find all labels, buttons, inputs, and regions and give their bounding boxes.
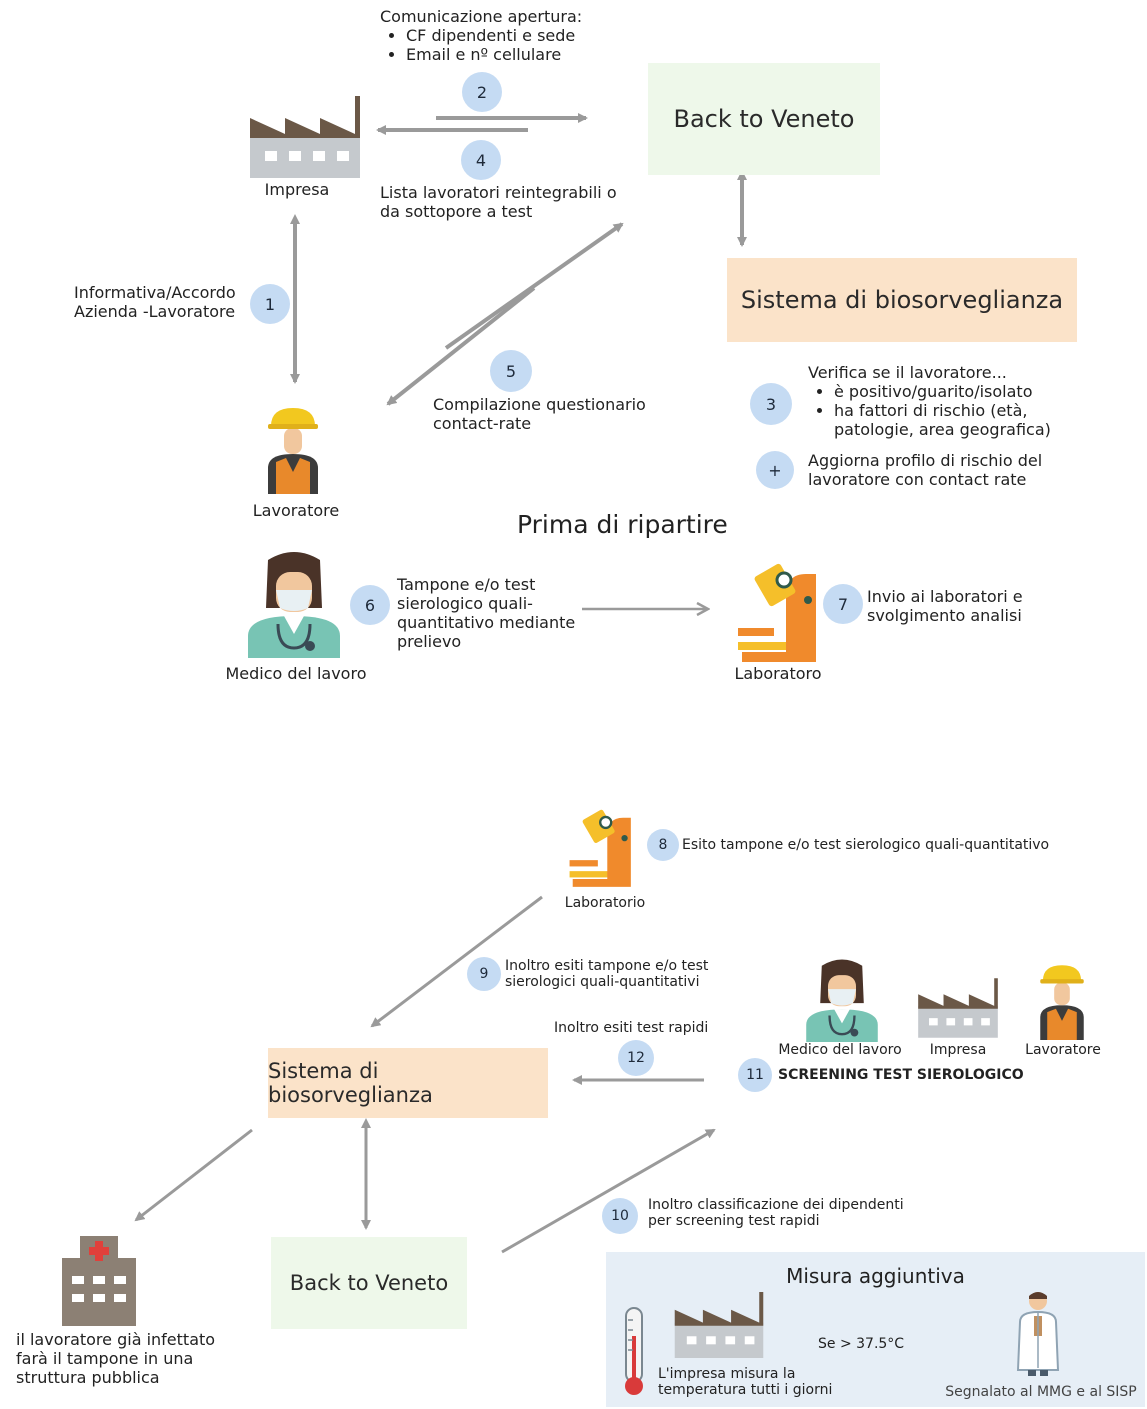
arrow-lab-to-biosorveglianza [370,895,543,1028]
laboratoro-label: Laboratoro [734,664,822,683]
step-badge-8: 8 [647,829,679,861]
worker-icon [1040,965,1084,1040]
impresa-label-small: Impresa [929,1042,987,1058]
worker-icon [268,408,318,494]
doctor-icon [248,552,340,658]
biosorveglianza-box-bottom: Sistema di biosorveglianza [268,1048,548,1118]
screening-text: SCREENING TEST SIEROLOGICO I [778,1067,1028,1083]
step-badge-4: 4 [461,140,501,180]
arrow-questionario-down [386,286,536,406]
communication-item: Email e nº cellulare [406,45,640,64]
back-to-veneto-box: Back to Veneto [648,63,880,175]
biosorveglianza-box: Sistema di biosorveglianza [727,258,1077,342]
lista-lavoratori-text: Lista lavoratori reintegrabili o da sott… [380,183,617,221]
medico-label: Medico del lavoro [225,664,367,683]
verifica-block: Verifica se il lavoratore... è positivo/… [808,363,1068,439]
lavoratore-label-small: Lavoratore [1025,1042,1101,1058]
step-badge-10: 10 [602,1198,638,1234]
informativa-text: Informativa/Accordo Azienda -Lavoratore [74,283,236,321]
factory-icon [918,978,998,1038]
inoltro-rapidi-text: Inoltro esiti test rapidi [554,1020,709,1036]
communication-item: CF dipendenti e sede [406,26,640,45]
laboratorio-label: Laboratorio [564,895,646,911]
step-badge-1: 1 [250,284,290,324]
step-badge-11: 11 [738,1058,772,1092]
se-temp-text: Se > 37.5°C [818,1336,905,1352]
arrow-to-hospital [134,1128,253,1222]
factory-icon [250,96,360,178]
scientist-icon [1016,1292,1060,1376]
step-badge-9: 9 [467,957,501,991]
communication-title: Comunicazione apertura: [380,7,583,26]
factory-icon [674,1292,764,1358]
step-badge-12: 12 [618,1040,654,1076]
arrow-btv-to-screening [501,1128,716,1254]
tampone-text: Tampone e/o test sierologico quali-quant… [397,575,576,651]
medico-label-small: Medico del lavoro [778,1042,902,1058]
compilazione-text: Compilazione questionario contact-rate [433,395,646,433]
verifica-item: è positivo/guarito/isolato [834,382,1068,401]
step-badge-7: 7 [823,584,863,624]
arrow-questionario-up [444,222,624,350]
impresa-misura-text: L'impresa misura la temperatura tutti i … [658,1366,833,1398]
communication-list: CF dipendenti e sede Email e nº cellular… [380,26,640,64]
verifica-list: è positivo/guarito/isolato ha fattori di… [808,382,1068,439]
impresa-label: Impresa [264,180,330,199]
back-to-veneto-box-bottom: Back to Veneto [271,1237,467,1329]
step-badge-6: 6 [350,585,390,625]
hospital-icon [62,1236,136,1326]
thermometer-icon [625,1307,643,1395]
step-badge-2: 2 [462,72,502,112]
inoltro-classificazione-text: Inoltro classificazione dei dipendenti p… [648,1197,904,1229]
aggiorna-text: Aggiorna profilo di rischio del lavorato… [808,451,1043,489]
step-badge-5: 5 [490,350,532,392]
microscope-icon [569,809,631,887]
inoltro-esiti-text: Inoltro esiti tampone e/o test sierologi… [505,958,709,990]
invio-text: Invio ai laboratori e svolgimento analis… [867,587,1023,625]
microscope-icon [738,563,816,662]
lavoratore-label: Lavoratore [252,501,340,520]
esito-text: Esito tampone e/o test sierologico quali… [682,837,1050,853]
section-title: Prima di ripartire [517,510,728,539]
infettato-text: il lavoratore già infettato farà il tamp… [16,1330,216,1387]
verifica-item: ha fattori di rischio (età, patologie, a… [834,401,1068,439]
step-badge-plus: + [756,451,794,489]
misura-title: Misura aggiuntiva [786,1264,965,1288]
communication-block: Comunicazione apertura: CF dipendenti e … [380,7,640,64]
verifica-title: Verifica se il lavoratore... [808,363,1007,382]
step-badge-3: 3 [750,383,792,425]
doctor-icon [806,959,878,1042]
segnalato-text: Segnalato al MMG e al SISP [945,1384,1137,1400]
